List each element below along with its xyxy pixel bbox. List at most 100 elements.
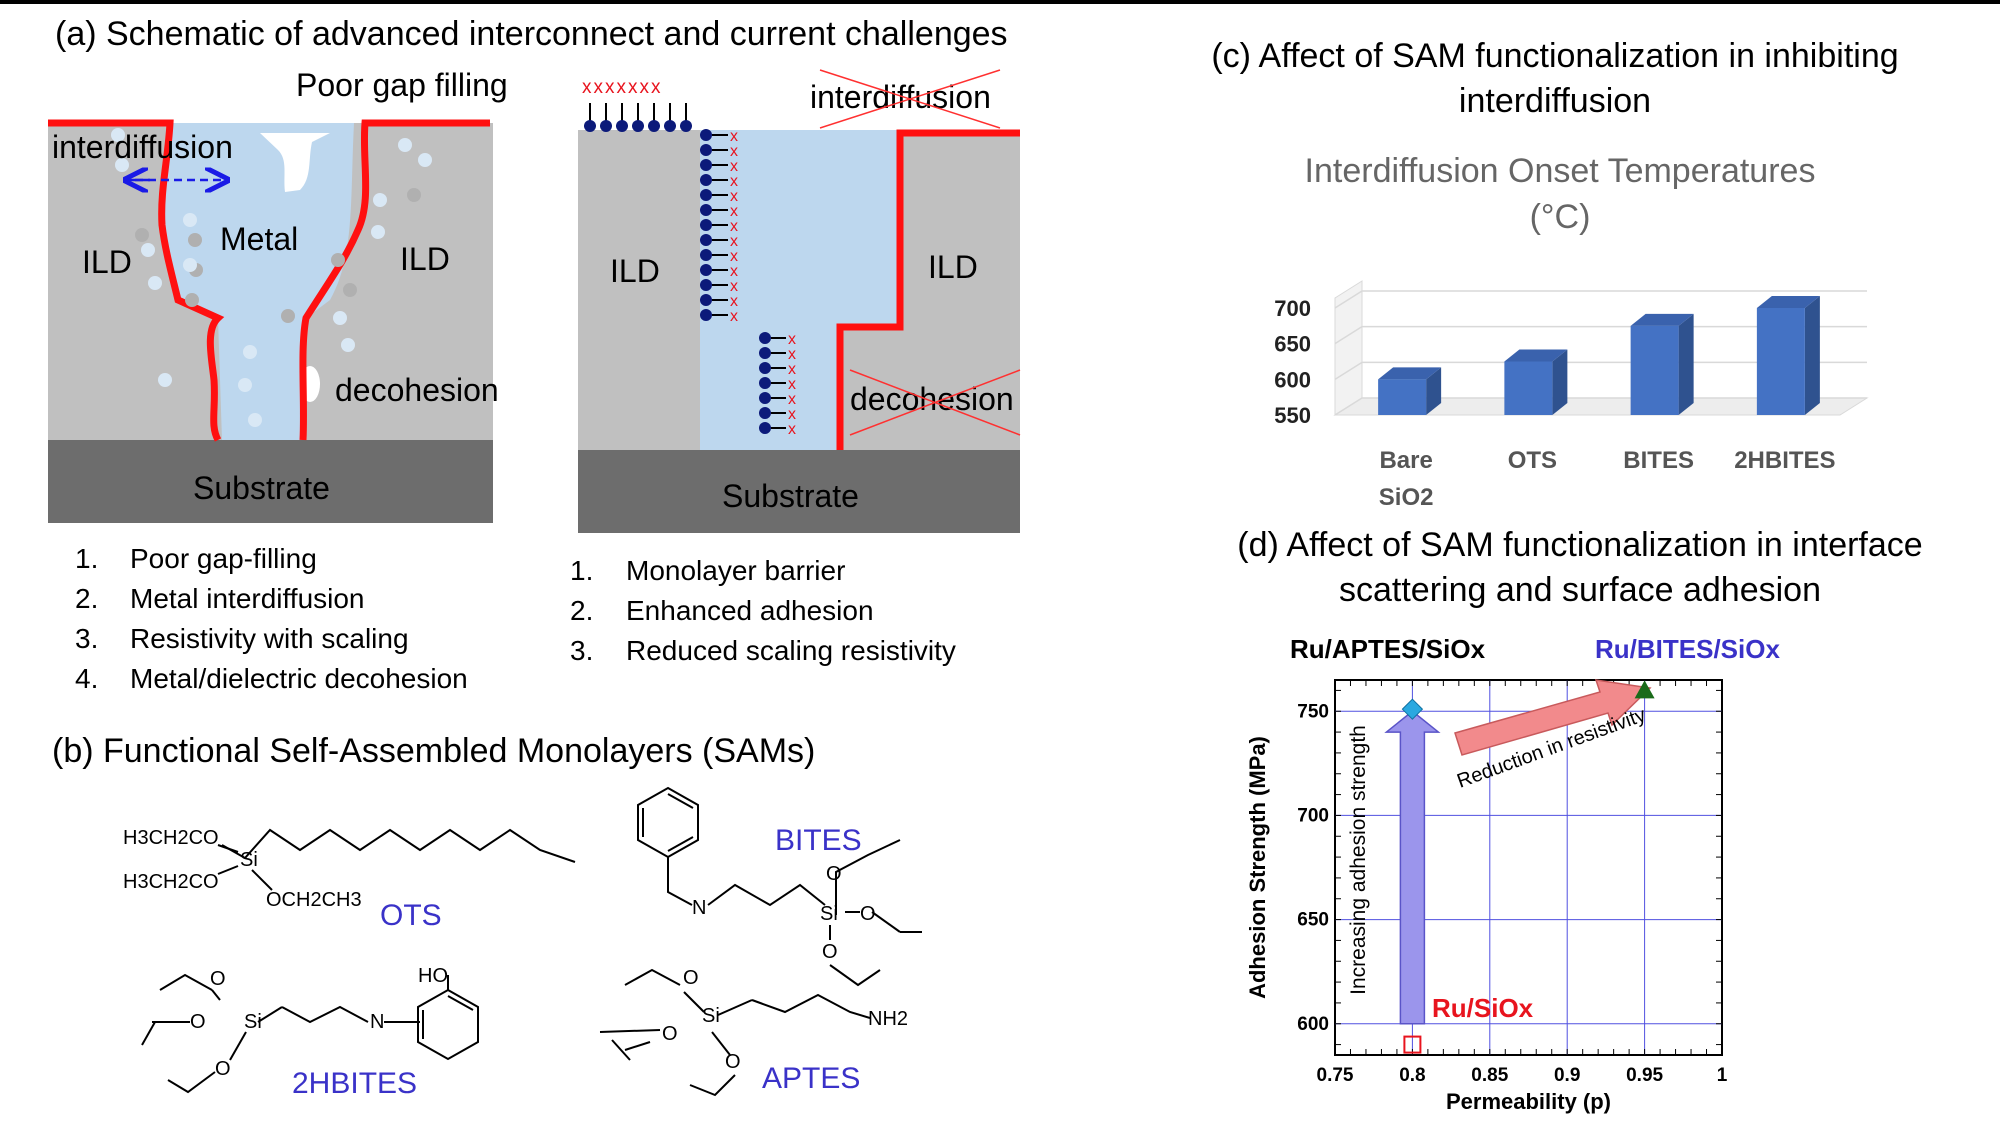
sam-x: x [730, 233, 738, 250]
chart-c-subtitle: (°C) [1530, 198, 1591, 236]
x-tick-label: 0.95 [1626, 1065, 1663, 1086]
chem-label: Si [702, 1005, 720, 1027]
aptes-structure [599, 968, 871, 1097]
bar-top [1630, 313, 1694, 326]
arrow-reduction-resistivity [1454, 679, 1652, 756]
panel-d-title-2: scattering and surface adhesion [1339, 571, 1821, 609]
sam-x: x [730, 203, 738, 220]
bar-side [1804, 296, 1820, 415]
aptes-labels: O O Si O NH2 APTES [662, 967, 908, 1095]
ild-left-label: ILD [82, 244, 132, 280]
bar-top [1756, 296, 1820, 308]
sam-head [664, 120, 676, 132]
top-rule [0, 0, 2000, 4]
ild-right-label: ILD [400, 241, 450, 277]
chem-label: N [692, 897, 706, 919]
label-ru-aptes: Ru/APTES/SiOx [1290, 634, 1486, 664]
bar-side [1678, 313, 1694, 415]
chem-label: O [215, 1058, 231, 1080]
bar-side [1426, 367, 1442, 415]
sam-head [680, 120, 692, 132]
y-tick-label: 650 [1297, 910, 1329, 931]
chart-side-wall [1334, 280, 1363, 416]
cross-decohesion-2 [849, 369, 1021, 436]
interdiffusion-label-right: interdiffusion [810, 79, 991, 115]
liner-left-b [299, 119, 490, 441]
sam-head [700, 219, 712, 231]
challenges-list: 1. Poor gap-filling 2. Metal interdiffus… [75, 543, 468, 694]
metal-label: Metal [220, 221, 298, 257]
substrate-right [578, 450, 1020, 533]
sam-x: x [788, 346, 796, 363]
interdiffusion-label-left: interdiffusion [52, 129, 233, 165]
sam-head [700, 309, 712, 321]
chem-label: HO [418, 965, 448, 987]
chem-label: H3CH2CO [123, 827, 219, 849]
arrow-increasing-adhesion [1384, 710, 1441, 1025]
sam-head [700, 144, 712, 156]
sam-head [632, 120, 644, 132]
chem-label: Si [244, 1011, 262, 1033]
chem-label: O [190, 1011, 206, 1033]
sam-name-bites: BITES [775, 824, 862, 857]
sam-head [700, 174, 712, 186]
x-row-label: xxxxxxx [582, 77, 663, 98]
sam-x: x [730, 188, 738, 205]
y-tick-label: 700 [1297, 805, 1329, 826]
bar [1630, 325, 1679, 415]
sam-x: x [788, 406, 796, 423]
cross-interdiffusion-2 [819, 69, 1001, 129]
list-item: Poor gap-filling [130, 543, 317, 574]
panel-c-title-1: (c) Affect of SAM functionalization in i… [1211, 37, 1898, 75]
x-tick-label: Bare [1379, 447, 1432, 474]
sam-x: x [788, 421, 796, 438]
schematic-left: Poor gap filling interdiffusion Metal IL… [48, 67, 508, 523]
sam-head [759, 392, 771, 404]
sam-x: x [730, 248, 738, 265]
gridline [1334, 397, 1867, 416]
ots-labels: H3CH2CO Si H3CH2CO OCH2CH3 OTS [123, 827, 442, 932]
sam-head [700, 129, 712, 141]
sam-x: x [730, 218, 738, 235]
metal-fill-left [48, 123, 354, 440]
sam-head [584, 120, 596, 132]
2hbites-structure [141, 973, 479, 1094]
bar-top [1504, 349, 1568, 362]
x-tick-label: BITES [1623, 447, 1694, 474]
chem-label: Si [240, 849, 258, 871]
sam-head [700, 294, 712, 306]
sam-x: x [730, 173, 738, 190]
void-left [260, 133, 330, 192]
sam-x: x [788, 361, 796, 378]
chem-label: O [725, 1051, 741, 1073]
plot-frame [1334, 679, 1723, 1056]
sam-x: x [730, 128, 738, 145]
list-item: Resistivity with scaling [130, 623, 409, 654]
y-tick-label: 600 [1274, 367, 1311, 392]
chem-label: O [826, 863, 842, 885]
sam-head [700, 264, 712, 276]
x-tick-label: 0.85 [1471, 1065, 1508, 1086]
gridline [1334, 325, 1867, 345]
panel-b-title: (b) Functional Self-Assembled Monolayers… [52, 732, 815, 770]
label-increasing-adhesion: Increasing adhesion strength [1347, 725, 1370, 995]
label-ru-siox: Ru/SiOx [1432, 993, 1534, 1023]
chem-label: Si [820, 903, 838, 925]
y-tick-label: 550 [1274, 403, 1311, 428]
list-item: Metal/dielectric decohesion [130, 663, 468, 694]
y-axis-label: Adhesion Strength (MPa) [1245, 736, 1270, 999]
x-tick-label: SiO2 [1379, 484, 1434, 511]
sam-x: x [730, 278, 738, 295]
chem-label: N [370, 1011, 384, 1033]
bites-labels: N Si O O O BITES [692, 824, 876, 963]
substrate-left [48, 440, 493, 523]
liner-left-a [48, 119, 225, 442]
decohesion-label-left: decohesion [335, 372, 499, 408]
data-point [1403, 1035, 1422, 1054]
gridline [1334, 290, 1867, 309]
list-item-num: 1. [75, 543, 98, 574]
label-ru-bites: Ru/BITES/SiOx [1595, 634, 1780, 664]
